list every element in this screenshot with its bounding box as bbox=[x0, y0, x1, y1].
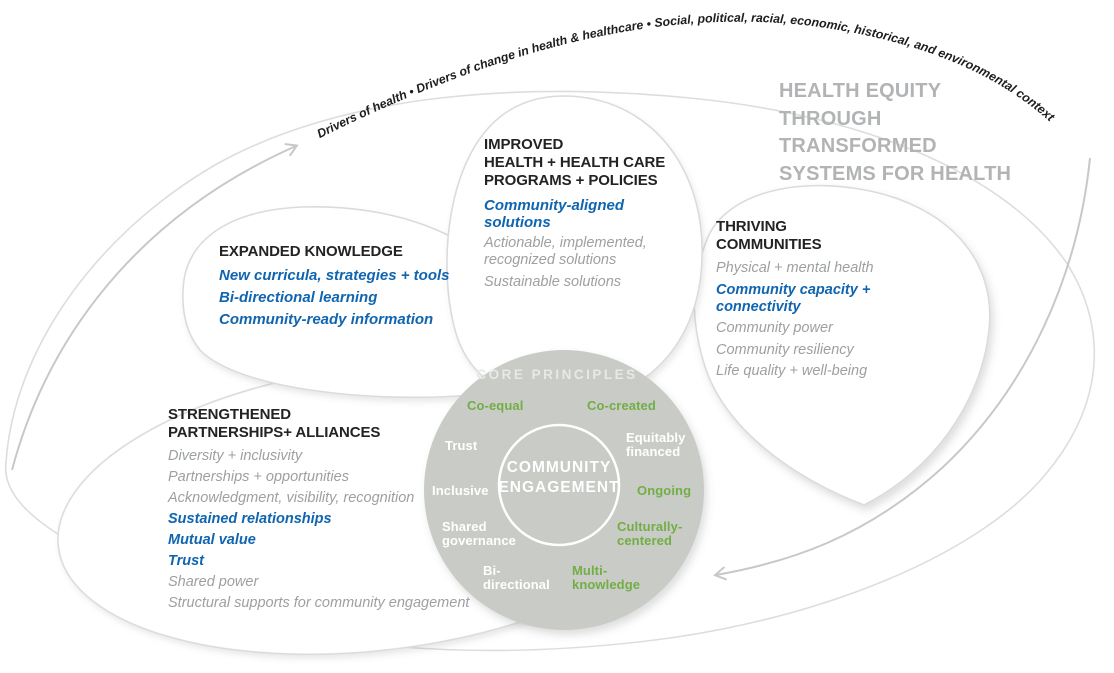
section-title: IMPROVED HEALTH + HEALTH CARE PROGRAMS +… bbox=[484, 136, 674, 191]
principle-equitably-financed: Equitably financed bbox=[626, 430, 686, 459]
title-line: HEALTH + HEALTH CARE bbox=[484, 154, 666, 172]
outcome-item: Community resiliency bbox=[716, 341, 854, 358]
section-title: EXPANDED KNOWLEDGE bbox=[219, 243, 403, 260]
title-line: COMMUNITIES bbox=[716, 236, 822, 254]
title-line: PARTNERSHIPS+ ALLIANCES bbox=[168, 424, 381, 442]
health-equity-heading: HEALTH EQUITY THROUGH TRANSFORMED SYSTEM… bbox=[779, 78, 1029, 188]
outcome-item: New curricula, strategies + tools bbox=[219, 267, 450, 285]
principle-bi-directional: Bi-directional bbox=[483, 563, 550, 592]
curved-arrow-left-icon bbox=[11, 143, 299, 471]
outcome-item: Community-aligned solutions bbox=[484, 196, 625, 231]
center-label-line: COMMUNITY bbox=[506, 459, 612, 476]
title-line: IMPROVED bbox=[484, 136, 564, 153]
principle-culturally-centered: Culturally-centered bbox=[617, 519, 683, 548]
section-strengthened-partnerships: STRENGTHENED PARTNERSHIPS+ ALLIANCES Div… bbox=[168, 406, 498, 616]
title-line: STRENGTHENED bbox=[168, 406, 291, 423]
outcome-item: Community power bbox=[716, 320, 833, 337]
outcome-item: Structural supports for community engage… bbox=[168, 595, 470, 612]
principle-ongoing: Ongoing bbox=[637, 483, 692, 498]
outcome-item: Community capacity + connectivity bbox=[716, 281, 871, 315]
curved-arrow-right-icon bbox=[713, 157, 1091, 581]
section-title: STRENGTHENED PARTNERSHIPS+ ALLIANCES bbox=[168, 406, 498, 442]
outcome-item: Physical + mental health bbox=[716, 260, 874, 277]
title-line: THRIVING bbox=[716, 218, 787, 235]
outcome-item: Shared power bbox=[168, 574, 259, 591]
outcome-item: Trust bbox=[168, 553, 204, 570]
petal-thriving-communities bbox=[693, 184, 991, 506]
outcome-item: Sustainable solutions bbox=[484, 273, 622, 290]
section-improved-health: IMPROVED HEALTH + HEALTH CARE PROGRAMS +… bbox=[484, 136, 674, 295]
outcome-item: Bi-directional learning bbox=[219, 289, 378, 307]
health-equity-line: HEALTH EQUITY bbox=[779, 80, 942, 102]
principle-co-equal: Co-equal bbox=[467, 398, 524, 413]
section-title: THRIVING COMMUNITIES bbox=[716, 218, 886, 254]
principle-shared-governance: Shared governance bbox=[442, 519, 516, 548]
section-expanded-knowledge: EXPANDED KNOWLEDGE New curricula, strate… bbox=[219, 243, 479, 333]
principle-co-created: Co-created bbox=[587, 398, 656, 413]
principle-multi-knowledge: Multi-knowledge bbox=[572, 563, 641, 592]
health-equity-line: THROUGH TRANSFORMED bbox=[779, 107, 937, 158]
community-engagement-label: COMMUNITY ENGAGEMENT bbox=[449, 458, 669, 497]
outcome-item: Life quality + well-being bbox=[716, 363, 868, 380]
principle-inclusive: Inclusive bbox=[432, 483, 489, 498]
principle-trust: Trust bbox=[445, 438, 478, 453]
outcome-item: Acknowledgment, visibility, recognition bbox=[168, 490, 415, 507]
title-line: PROGRAMS + POLICIES bbox=[484, 172, 658, 190]
outcome-item: Sustained relationships bbox=[168, 511, 332, 528]
outcome-item: Actionable, implemented, recognized solu… bbox=[484, 235, 647, 269]
outcome-item: Diversity + inclusivity bbox=[168, 448, 303, 465]
outcome-item: Partnerships + opportunities bbox=[168, 469, 349, 486]
core-principles-circle bbox=[424, 350, 704, 630]
outcome-item: Community-ready information bbox=[219, 311, 434, 329]
core-principles-label: CORE PRINCIPLES bbox=[476, 367, 638, 382]
community-engagement-ring bbox=[497, 423, 621, 547]
section-thriving-communities: THRIVING COMMUNITIES Physical + mental h… bbox=[716, 218, 886, 385]
center-label-line: ENGAGEMENT bbox=[498, 478, 620, 496]
health-equity-line: SYSTEMS FOR HEALTH bbox=[779, 162, 1012, 185]
outcome-item: Mutual value bbox=[168, 532, 256, 549]
